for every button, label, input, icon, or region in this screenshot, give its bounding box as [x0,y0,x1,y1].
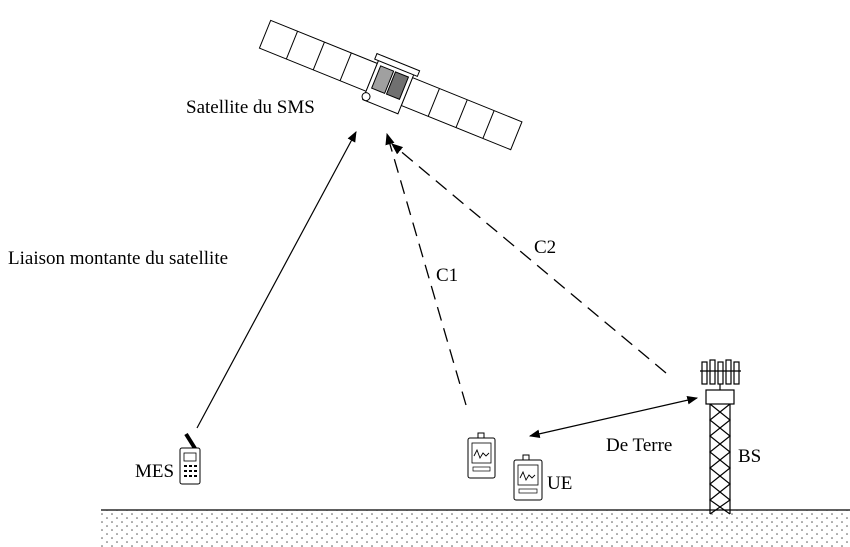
ground [101,509,850,547]
c1-line [385,132,467,406]
uplink-line [196,131,357,429]
satellite-label: Satellite du SMS [186,97,315,118]
bs-label: BS [738,446,761,467]
pda-icon [467,432,496,479]
mobile-phone-icon [179,432,201,485]
satellite-icon [258,19,523,151]
pda-icon-2 [513,454,543,501]
uplink-label: Liaison montante du satellite [8,248,228,269]
terrestrial-label: De Terre [606,435,672,456]
c2-label: C2 [534,237,556,258]
c1-label: C1 [436,265,458,286]
right-solar-panel [400,77,523,151]
satellite-body [361,52,421,115]
terrestrial-link-line [528,395,699,439]
cell-tower-icon [700,359,741,515]
mes-label: MES [135,461,174,482]
left-solar-panel [258,19,378,92]
c2-line [391,143,667,374]
ue-label: UE [547,473,572,494]
